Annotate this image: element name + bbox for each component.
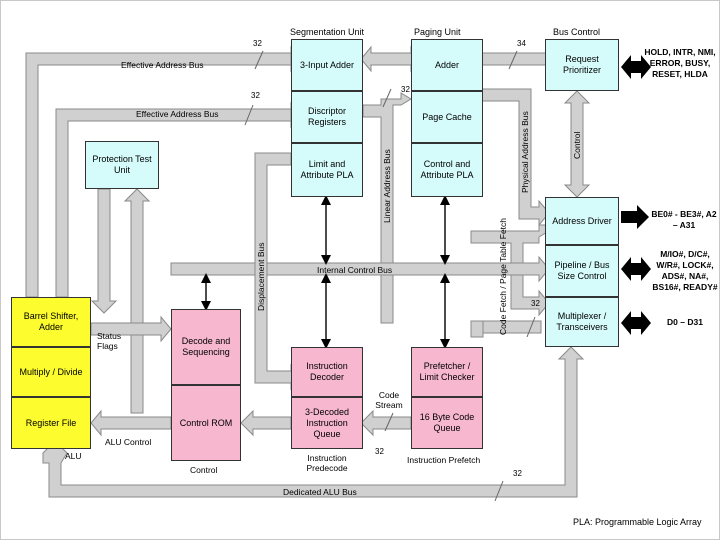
data-signals: D0 – D31 <box>667 317 703 327</box>
protection-down-bus <box>90 188 118 314</box>
alu-control-bus <box>90 409 172 437</box>
decoded-instruction-queue-block: 3-Decoded Instruction Queue <box>291 397 363 449</box>
prefetcher-bus-link <box>440 273 450 349</box>
tick-linear-32 <box>382 88 392 108</box>
pipeline-signals: M/IO#, D/C#, W/R#, LOCK#, ADS#, NA#, BS1… <box>652 249 718 292</box>
pla-seg-link <box>321 195 331 265</box>
status-flags-label: Status Flags <box>97 331 122 351</box>
tick-dedicated-32 <box>494 480 504 502</box>
code-fetch-bus-arrow <box>470 224 550 317</box>
effective-address-bus-2-label: Effective Address Bus <box>136 109 219 119</box>
width-top-32: 32 <box>253 39 262 48</box>
physical-address-bus-arrow <box>470 88 550 227</box>
control-attribute-pla-block: Control and Attribute PLA <box>411 143 483 197</box>
alu-label: ALU <box>65 451 82 461</box>
effective-address-bus-1-label: Effective Address Bus <box>121 60 204 70</box>
request-prioritizer-block: Request Prioritizer <box>545 39 619 91</box>
pipeline-signal-arrow <box>621 257 651 281</box>
control-rom-block: Control ROM <box>171 385 241 461</box>
page-cache-block: Page Cache <box>411 91 483 143</box>
code-stream-label: Code Stream <box>375 390 403 410</box>
internal-control-bus-label: Internal Control Bus <box>317 265 393 275</box>
limit-attribute-pla-block: Limit and Attribute PLA <box>291 143 363 197</box>
instruction-predecode-label: Instruction Predecode <box>306 453 348 473</box>
width-second-32: 32 <box>251 91 260 100</box>
tick-mux-32 <box>526 316 536 338</box>
request-signals: HOLD, INTR, NMI, ERROR, BUSY, RESET, HLD… <box>644 47 716 79</box>
descriptor-registers-block: Discriptor Registers <box>291 91 363 143</box>
linear-address-bus-label: Linear Address Bus <box>382 149 392 223</box>
dedicated-alu-bus-label: Dedicated ALU Bus <box>283 487 357 497</box>
width-code-32: 32 <box>375 447 384 456</box>
multiplexer-transceivers-block: Multiplexer / Transceivers <box>545 297 619 347</box>
protection-test-unit-block: Protection Test Unit <box>85 141 159 189</box>
physical-address-bus-label: Physical Address Bus <box>520 111 530 193</box>
decode-sequencing-block: Decode and Sequencing <box>171 309 241 385</box>
status-flags-bus <box>90 315 172 343</box>
address-driver-block: Address Driver <box>545 197 619 245</box>
code-queue-block: 16 Byte Code Queue <box>411 397 483 449</box>
code-stream-bus <box>360 409 412 437</box>
three-input-adder-block: 3-Input Adder <box>291 39 363 91</box>
width-linear-32: 32 <box>401 85 410 94</box>
width-top-34: 34 <box>517 39 526 48</box>
instruction-prefetch-label: Instruction Prefetch <box>407 455 481 465</box>
pla-page-link <box>440 195 450 265</box>
tick-second-32 <box>244 104 254 126</box>
queue-to-rom-bus <box>240 409 292 437</box>
address-signal-arrow <box>621 205 649 229</box>
request-signal-arrow <box>621 55 651 79</box>
prefetcher-limit-checker-block: Prefetcher / Limit Checker <box>411 347 483 397</box>
code-fetch-page-table-fetch-label: Code Fetch / Page Table Fetch <box>498 217 508 335</box>
address-signals: BE0# - BE3#, A2 – A31 <box>651 209 717 230</box>
register-file-block: Register File <box>11 397 91 449</box>
paging-unit-header: Paging Unit <box>414 27 461 37</box>
control-bus-label: Control <box>572 131 582 159</box>
alu-control-label: ALU Control <box>105 437 152 447</box>
prefetch-down <box>470 320 484 338</box>
linear-address-bus-arrow <box>362 92 412 324</box>
tick-code-32 <box>384 412 394 432</box>
tick-top-32 <box>254 50 264 70</box>
data-signal-arrow <box>621 311 651 335</box>
barrel-shifter-adder-block: Barrel Shifter, Adder <box>11 297 91 347</box>
pipeline-bus-size-block: Pipeline / Bus Size Control <box>545 245 619 297</box>
width-mux-32: 32 <box>531 299 540 308</box>
bus-control-header: Bus Control <box>553 27 601 37</box>
instruction-decoder-block: Instruction Decoder <box>291 347 363 397</box>
decoder-bus-link <box>321 273 331 349</box>
segmentation-unit-header: Segmentation Unit <box>290 27 365 37</box>
width-dedicated-32: 32 <box>513 469 522 478</box>
multiply-divide-block: Multiply / Divide <box>11 347 91 397</box>
control-label: Control <box>190 465 218 475</box>
tick-top-34 <box>508 50 518 70</box>
paging-adder-block: Adder <box>411 39 483 91</box>
displacement-bus-label: Displacement Bus <box>256 242 266 311</box>
decode-bus-link <box>201 273 211 311</box>
protection-up-bus <box>123 188 151 414</box>
pla-footnote: PLA: Programmable Logic Array <box>573 517 702 527</box>
